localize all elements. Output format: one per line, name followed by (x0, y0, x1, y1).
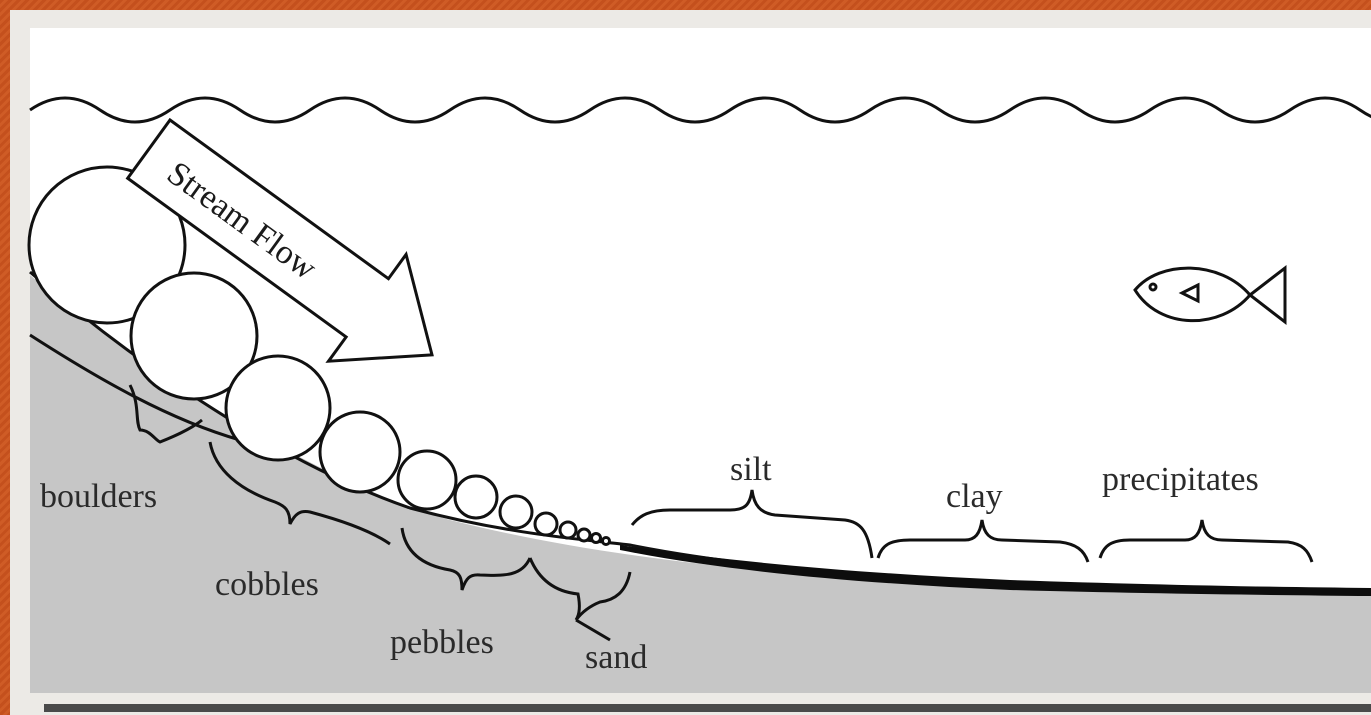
label-sand: sand (585, 639, 647, 676)
sand-2 (560, 522, 576, 538)
cobble-2 (320, 412, 400, 492)
sand-5 (603, 538, 610, 545)
sand-1 (535, 513, 557, 535)
cobble-1 (226, 356, 330, 460)
diagram-panel: Stream Flow boulders cobbles pebbles san… (10, 10, 1371, 715)
sediment-diagram: Stream Flow boulders cobbles pebbles san… (10, 10, 1371, 715)
label-silt: silt (730, 451, 772, 488)
pebble-2 (455, 476, 497, 518)
label-precipitates: precipitates (1102, 461, 1259, 498)
label-cobbles: cobbles (215, 566, 319, 603)
sand-4 (592, 534, 601, 543)
pebble-1 (398, 451, 456, 509)
label-clay: clay (946, 478, 1003, 515)
label-boulders: boulders (40, 478, 157, 515)
label-pebbles: pebbles (390, 624, 494, 661)
bottom-rule (44, 704, 1371, 712)
pebble-3 (500, 496, 532, 528)
sand-3 (578, 529, 590, 541)
